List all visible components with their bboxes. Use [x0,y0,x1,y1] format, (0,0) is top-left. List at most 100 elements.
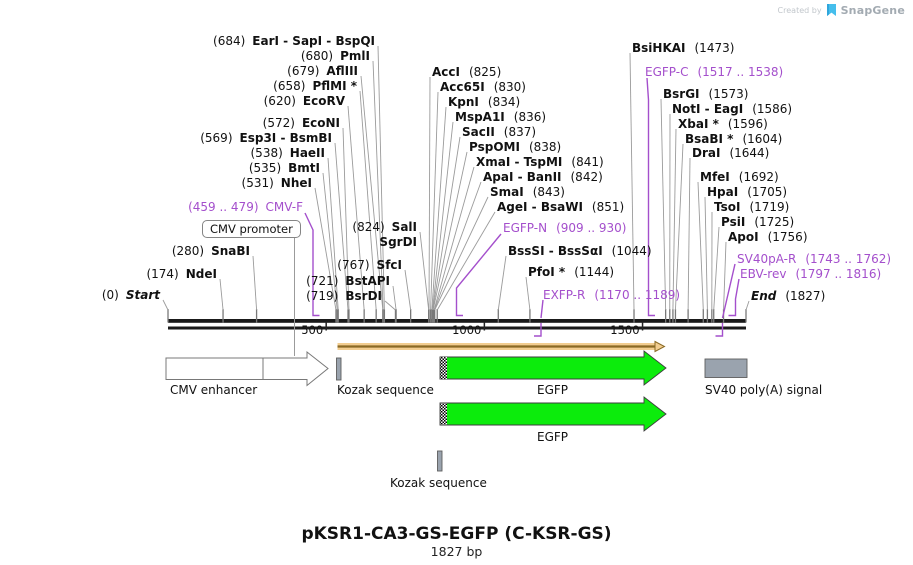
site-position: (280) [171,244,205,258]
enzyme-label-mspA1I[interactable]: MspA1I(836) [455,111,546,124]
enzyme-label-pspOMI[interactable]: PspOMI(838) [469,141,561,154]
site-position: (834) [487,95,521,109]
site-name: EBV-rev [740,267,787,281]
site-name: SfcI [376,258,402,272]
site-name: XbaI * [678,117,719,131]
primer-label-cmvF[interactable]: (459 .. 479)CMV-F [188,201,303,214]
map-ruler [325,321,644,331]
enzyme-label-kpnI[interactable]: KpnI(834) [448,96,520,109]
site-name: BsrDI [345,289,382,303]
enzyme-label-bsrGI[interactable]: BsrGI(1573) [663,88,748,101]
site-position: (767) [337,258,370,272]
site-name: HaeII [289,146,325,160]
feature-span-arrow[interactable] [337,340,666,353]
enzyme-label-ageI[interactable]: AgeI - BsaWI(851) [497,201,624,214]
enzyme-label-ecoNI[interactable]: (572)EcoNI [263,117,340,130]
plasmid-title: pKSR1-CA3-GS-EGFP (C-KSR-GS) [301,524,612,544]
site-name: Acc65I [440,80,485,94]
enzyme-label-bstAPI[interactable]: (721)BstAPI [306,275,390,288]
feature-kozak-1[interactable] [336,357,342,381]
enzyme-label-ecoRV[interactable]: (620)EcoRV [264,95,345,108]
enzyme-label-accI[interactable]: AccI(825) [432,66,501,79]
feature-egfp-arrow-2[interactable] [439,396,667,432]
enzyme-label-bsrDI[interactable]: (719) BsrDI [306,290,382,303]
feature-label-egfp2: EGFP [537,430,569,444]
enzyme-label-hpaI[interactable]: HpaI(1705) [707,186,787,199]
primer-label-sv40paR[interactable]: SV40pA-R (1743 .. 1762) [737,253,891,266]
site-position: (459 .. 479) [188,200,259,214]
enzyme-label-xmaI[interactable]: XmaI - TspMI(841) [476,156,604,169]
primer-label-egfpC[interactable]: EGFP-C(1517 .. 1538) [645,66,783,79]
site-position: (1586) [752,102,793,116]
site-name: MspA1I [455,110,505,124]
site-name: EarI - SapI - BspQI [252,34,375,48]
site-ticks [167,309,747,323]
site-position: (719) [306,289,339,303]
enzyme-label-ndeI[interactable]: (174)NdeI [146,268,217,281]
enzyme-label-apoI[interactable]: ApoI(1756) [728,231,808,244]
site-position: (1044) [611,244,652,258]
enzyme-label-xbaI[interactable]: XbaI *(1596) [678,118,768,131]
enzyme-label-sgrDI[interactable]: SgrDI [379,236,417,249]
enzyme-label-sfcI[interactable]: (767) SfcI [337,259,402,272]
enzyme-label-salI[interactable]: (824)SalI [352,221,417,234]
primer-label-ebvRev[interactable]: EBV-rev (1797 .. 1816) [740,268,881,281]
site-name: SmaI [490,185,524,199]
site-position: (572) [262,116,295,130]
site-name: XmaI - TspMI [476,155,563,169]
feature-label-sv40: SV40 poly(A) signal [705,383,823,397]
enzyme-label-bsiHKAI[interactable]: BsiHKAI(1473) [632,42,734,55]
enzyme-label-earI[interactable]: (684)EarI - SapI - BspQI [213,35,375,48]
site-name: AccI [432,65,460,79]
enzyme-label-esp3I[interactable]: (569)Esp3I - BsmBI [200,132,332,145]
enzyme-label-bmtI[interactable]: (535)BmtI [249,162,320,175]
site-position: (830) [493,80,526,94]
site-name: SgrDI [379,235,417,249]
enzyme-label-bsaBI[interactable]: BsaBI *(1604) [685,133,782,146]
snapgene-watermark: Created by SnapGene [778,4,905,17]
enzyme-label-snaBI[interactable]: (280)SnaBI [172,245,250,258]
enzyme-label-psiI[interactable]: PsiI(1725) [721,216,794,229]
enzyme-label-pfoI[interactable]: PfoI *(1144) [528,266,614,279]
enzyme-label-aflIII[interactable]: (679)AflIII [287,65,358,78]
enzyme-label-pflMI[interactable]: (658)PflMI * [273,80,357,93]
site-position: (0) [101,288,119,302]
enzyme-label-draI[interactable]: DraI (1644) [692,147,769,160]
feature-cmv-enhancer-arrow[interactable] [165,350,329,387]
enzyme-label-nheI[interactable]: (531)NheI [242,177,312,190]
enzyme-label-bssSI[interactable]: BssSI - BssSαI(1044) [508,245,652,258]
site-position: (909 .. 930) [556,221,627,235]
marker-label-end: End(1827) [751,290,825,303]
site-name: SalI [391,220,417,234]
features-layer [165,340,748,472]
site-position: (1644) [729,146,770,160]
enzyme-label-mfeI[interactable]: MfeI(1692) [700,171,779,184]
feature-label-cmv-promoter[interactable]: CMV promoter [202,220,301,238]
site-name: DraI [692,146,721,160]
site-name: BsiHKAI [632,41,686,55]
enzyme-label-notI[interactable]: NotI - EagI(1586) [672,103,792,116]
enzyme-label-pmlI[interactable]: (680)PmlI [301,50,370,63]
feature-label-kozak2: Kozak sequence [390,476,487,490]
enzyme-label-tsoI[interactable]: TsoI(1719) [714,201,789,214]
site-position: (1743 .. 1762) [805,252,892,266]
site-position: (1797 .. 1816) [795,267,882,281]
site-position: (1144) [574,265,615,279]
site-position: (658) [273,79,306,93]
feature-kozak-2[interactable] [437,450,443,472]
primer-label-exfpR[interactable]: EXFP-R(1170 .. 1189) [543,289,680,302]
enzyme-label-sacII[interactable]: SacII(837) [462,126,536,139]
feature-sv40-polya[interactable] [704,358,748,378]
primer-label-egfpN[interactable]: EGFP-N(909 .. 930) [503,222,627,235]
site-name: SV40pA-R [737,252,797,266]
enzyme-label-haeII[interactable]: (538)HaeII [251,147,326,160]
enzyme-label-apaI[interactable]: ApaI - BanII(842) [483,171,603,184]
plasmid-size: 1827 bp [430,544,483,559]
enzyme-label-acc65I[interactable]: Acc65I (830) [440,81,526,94]
site-name: Esp3I - BsmBI [239,131,332,145]
feature-label-egfp1: EGFP [537,383,569,397]
feature-egfp-arrow-1[interactable] [439,350,667,386]
enzyme-label-smaI[interactable]: SmaI(843) [490,186,565,199]
site-name: EXFP-R [543,288,586,302]
site-position: (842) [570,170,603,184]
